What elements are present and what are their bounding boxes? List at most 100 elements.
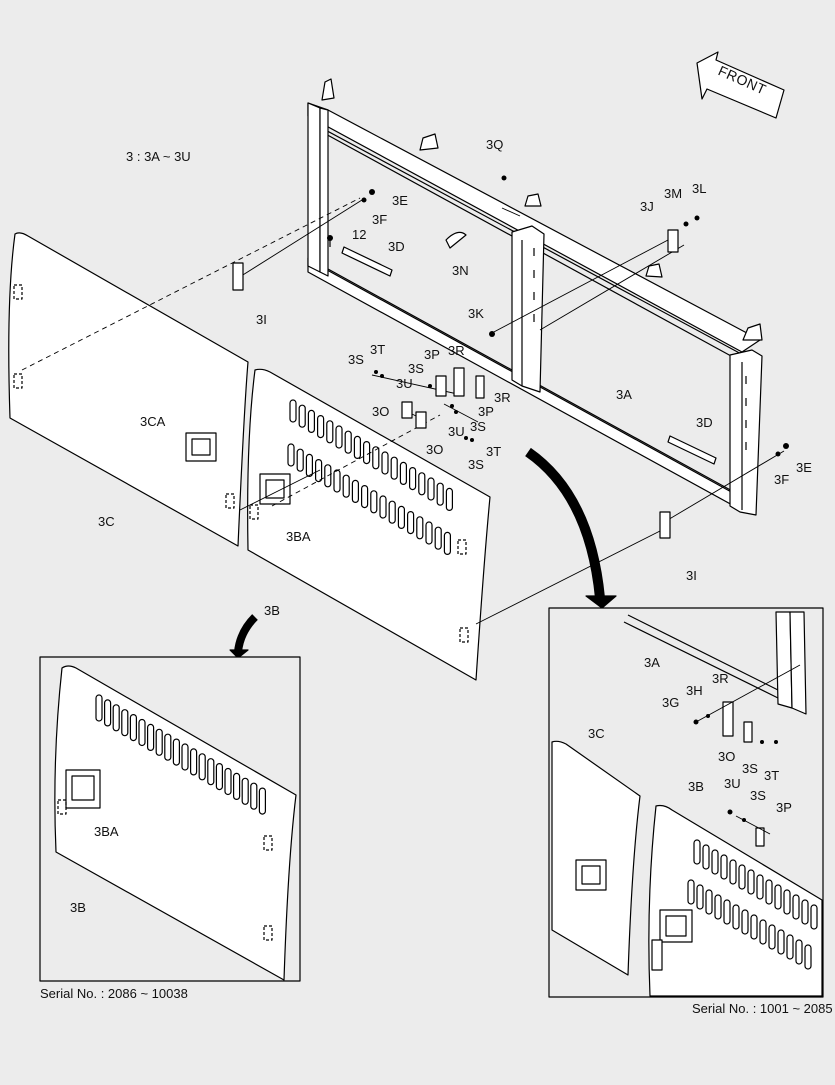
louver-slot bbox=[138, 718, 146, 747]
louver-slot bbox=[687, 879, 695, 905]
label-3s-inset-b: 3S bbox=[750, 788, 766, 803]
louver-slot bbox=[418, 472, 426, 496]
handle-3d-left bbox=[341, 246, 393, 277]
label-3e-top: 3E bbox=[392, 193, 408, 208]
louver-slot bbox=[729, 859, 737, 885]
louver-slot bbox=[317, 415, 325, 439]
louver-slot bbox=[224, 767, 232, 796]
label-3i-right: 3I bbox=[686, 568, 697, 583]
label-3o-b: 3O bbox=[426, 442, 444, 457]
louver-slot bbox=[370, 490, 378, 514]
louver-slot bbox=[445, 487, 453, 511]
label-3s-b: 3S bbox=[408, 361, 424, 376]
louver-slot bbox=[129, 713, 137, 742]
label-3p-a: 3P bbox=[424, 347, 440, 362]
louver-slot bbox=[397, 505, 405, 529]
louver-slot bbox=[351, 479, 359, 503]
louver-slot bbox=[307, 409, 315, 433]
louver-slot bbox=[720, 854, 728, 880]
diagram-title: 3 : 3A ~ 3U bbox=[126, 149, 191, 164]
label-3s-d: 3S bbox=[468, 457, 484, 472]
louver-slot bbox=[361, 485, 369, 509]
label-3g-inset: 3G bbox=[662, 695, 680, 710]
louver-slot bbox=[434, 526, 442, 550]
louver-slot bbox=[693, 839, 701, 865]
label-3f-top: 3F bbox=[372, 212, 388, 227]
louver-slot bbox=[774, 884, 782, 910]
label-3s-a: 3S bbox=[348, 352, 364, 367]
label-3o-inset: 3O bbox=[718, 749, 736, 764]
louver-slot bbox=[155, 728, 163, 756]
bracket-3i-left bbox=[232, 262, 244, 291]
louver-slot bbox=[379, 495, 387, 519]
bracket-3i-right bbox=[659, 511, 671, 539]
label-3r-inset: 3R bbox=[712, 671, 729, 686]
label-12: 12 bbox=[352, 227, 367, 242]
louver-slot bbox=[711, 849, 719, 875]
louver-slot bbox=[363, 441, 371, 465]
label-3a-inset: 3A bbox=[644, 655, 660, 670]
louver-slot bbox=[388, 500, 396, 524]
louver-slot bbox=[756, 874, 764, 900]
label-3i-left: 3I bbox=[256, 312, 267, 327]
label-3h-inset: 3H bbox=[686, 683, 703, 698]
label-3s-c: 3S bbox=[470, 419, 486, 434]
louver-slot bbox=[112, 704, 120, 732]
louver-slot bbox=[696, 884, 704, 910]
serial-left: Serial No. : 2086 ~ 10038 bbox=[40, 986, 188, 1001]
louver-slot bbox=[250, 782, 258, 810]
louver-slot bbox=[198, 753, 206, 781]
louver-slot bbox=[443, 531, 451, 556]
label-3s-inset-a: 3S bbox=[742, 761, 758, 776]
panel-3b bbox=[247, 368, 491, 681]
louver-slot bbox=[732, 904, 740, 930]
label-3d-right: 3D bbox=[696, 415, 713, 430]
label-3f-right: 3F bbox=[774, 472, 790, 487]
label-3t-b: 3T bbox=[486, 444, 502, 459]
nut-3n bbox=[445, 231, 467, 249]
louver-slot bbox=[95, 694, 103, 722]
label-3t-inset: 3T bbox=[764, 768, 780, 783]
louver-slot bbox=[298, 404, 306, 428]
louver-slot bbox=[786, 934, 794, 960]
louver-slot bbox=[287, 443, 295, 467]
label-3b-inset-right: 3B bbox=[688, 779, 704, 794]
louver-slot bbox=[792, 894, 800, 920]
louver-slot bbox=[738, 864, 746, 890]
handle-3d-right bbox=[667, 435, 717, 465]
louver-slot bbox=[407, 511, 415, 535]
louver-slot bbox=[335, 425, 343, 449]
louver-slot bbox=[723, 899, 731, 925]
louver-slot bbox=[768, 924, 776, 950]
label-3u-a: 3U bbox=[396, 376, 413, 391]
label-3u-b: 3U bbox=[448, 424, 465, 439]
louver-slot bbox=[714, 894, 722, 920]
label-3j: 3J bbox=[640, 199, 654, 214]
louver-slot bbox=[427, 477, 435, 501]
label-3r-b: 3R bbox=[494, 390, 511, 405]
louver-slot bbox=[215, 762, 223, 791]
label-3q: 3Q bbox=[486, 137, 504, 152]
louver-slot bbox=[289, 399, 297, 423]
label-3ca: 3CA bbox=[140, 414, 166, 429]
louver-slot bbox=[416, 516, 424, 540]
louver-slot bbox=[750, 914, 758, 940]
louver-slot bbox=[399, 461, 407, 485]
louver-slot bbox=[103, 699, 112, 727]
label-3ba-main: 3BA bbox=[286, 529, 311, 544]
louver-slot bbox=[777, 929, 785, 955]
louver-slot bbox=[305, 453, 313, 477]
louver-slot bbox=[344, 430, 352, 454]
louver-slot bbox=[747, 869, 755, 895]
louver-slot bbox=[381, 451, 389, 475]
louver-slot bbox=[409, 467, 417, 491]
louver-slot bbox=[147, 723, 155, 752]
label-3p-inset: 3P bbox=[776, 800, 792, 815]
label-3u-inset: 3U bbox=[724, 776, 741, 791]
label-3b-inset: 3B bbox=[70, 900, 86, 915]
label-3k: 3K bbox=[468, 306, 484, 321]
label-3ba-inset: 3BA bbox=[94, 824, 119, 839]
louver-slot bbox=[172, 738, 180, 766]
louver-slot bbox=[233, 772, 241, 801]
